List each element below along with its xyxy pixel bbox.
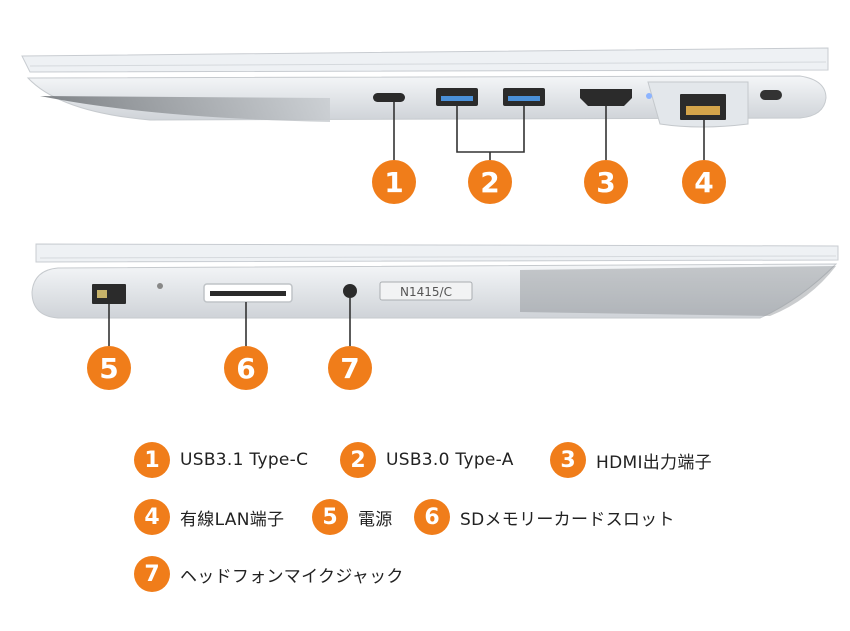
audio-jack [343, 284, 357, 298]
legend-item-audio-jack: 7 ヘッドフォンマイクジャック [134, 554, 404, 594]
model-engraving: N1415/C [400, 285, 452, 299]
legend-item-lan: 4 有線LAN端子 [134, 497, 284, 537]
legend-label: ヘッドフォンマイクジャック [180, 566, 404, 587]
callout-usb-c: 1 [372, 160, 416, 204]
legend-label: 電源 [358, 509, 393, 530]
legend-item-usb-a: 2 USB3.0 Type-A [340, 440, 514, 480]
legend-item-hdmi: 3 HDMI出力端子 [550, 440, 712, 480]
legend-number: 6 [414, 499, 450, 535]
right-side-view [21, 47, 829, 160]
legend-number: 4 [134, 499, 170, 535]
legend-label: 有線LAN端子 [180, 509, 285, 530]
callout-audio-jack: 7 [328, 346, 372, 390]
callout-power: 5 [87, 346, 131, 390]
legend-label: USB3.1 Type-C [180, 450, 309, 470]
legend-label: HDMI出力端子 [596, 452, 712, 473]
legend-item-usb-c: 1 USB3.1 Type-C [134, 440, 308, 480]
legend-number: 5 [312, 499, 348, 535]
legend-item-power: 5 電源 [312, 497, 393, 537]
callout-hdmi: 3 [584, 160, 628, 204]
power-port [92, 284, 126, 304]
legend-label: USB3.0 Type-A [386, 450, 514, 470]
legend-number: 7 [134, 556, 170, 592]
legend-label: SDメモリーカードスロット [460, 509, 675, 530]
legend-item-sd-card: 6 SDメモリーカードスロット [414, 497, 675, 537]
callout-lan: 4 [682, 160, 726, 204]
callout-sd-card: 6 [224, 346, 268, 390]
lock-slot [760, 90, 782, 100]
usb-c-port [373, 93, 405, 102]
legend-number: 3 [550, 442, 586, 478]
left-side-view: N1415/C [31, 243, 839, 346]
legend-number: 1 [134, 442, 170, 478]
hdmi-port [580, 89, 632, 106]
callout-usb-a: 2 [468, 160, 512, 204]
legend-number: 2 [340, 442, 376, 478]
